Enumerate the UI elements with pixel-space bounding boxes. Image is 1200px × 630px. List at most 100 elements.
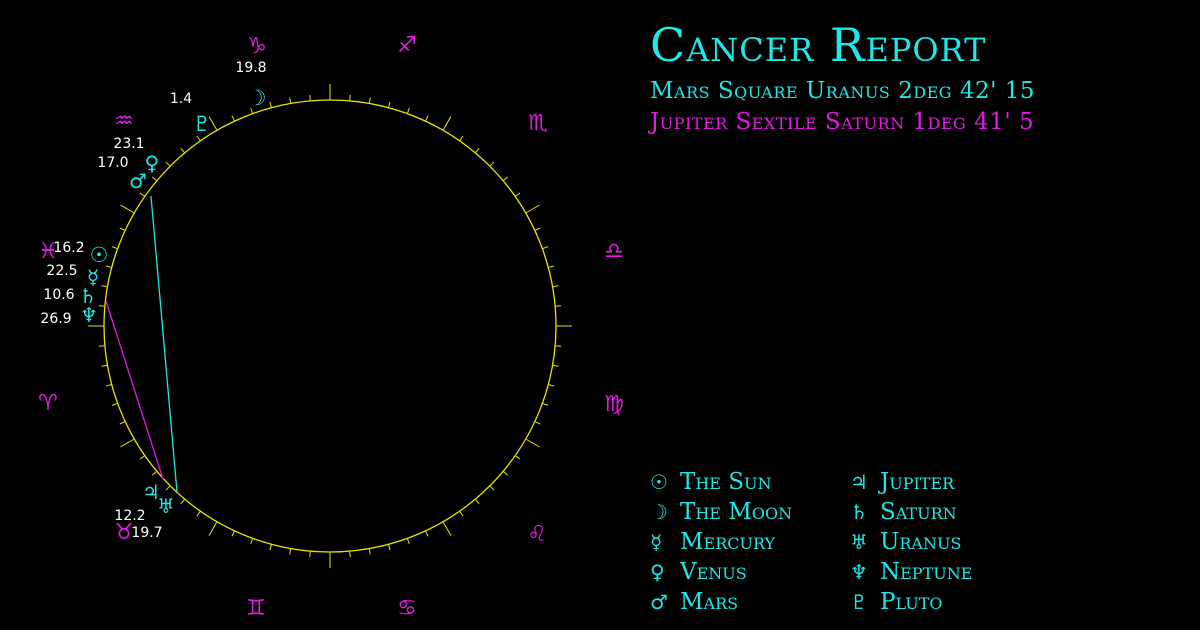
minor-tick xyxy=(165,161,171,167)
minor-tick xyxy=(101,285,108,288)
major-tick xyxy=(120,438,135,448)
minor-tick xyxy=(552,364,559,367)
minor-tick xyxy=(139,455,146,460)
degree-label: 17.0 xyxy=(97,155,128,171)
legend-label: Uranus xyxy=(880,529,962,555)
taurus-sign-icon: ♉ xyxy=(114,520,134,545)
uranus-icon: ♅ xyxy=(850,530,868,554)
minor-tick xyxy=(180,147,186,154)
minor-tick xyxy=(502,176,509,182)
major-tick xyxy=(525,438,540,448)
legend-label: The Moon xyxy=(680,499,793,525)
aspect-jupiter-sextile-saturn: Jupiter Sextile Saturn 1deg 41' 5 xyxy=(650,109,1035,135)
minor-tick xyxy=(165,485,171,491)
minor-tick xyxy=(151,470,158,476)
minor-tick xyxy=(231,115,235,122)
uranus-icon: ♅ xyxy=(157,494,175,518)
legend-item-pluto: ♇Pluto xyxy=(850,587,943,617)
minor-tick xyxy=(388,544,391,551)
minor-tick xyxy=(111,246,118,250)
pluto-icon: ♇ xyxy=(193,112,212,136)
legend-item-mercury: ☿ Mercury xyxy=(650,527,775,557)
minor-tick xyxy=(111,402,118,406)
aspect-line-jupiter-saturn xyxy=(105,300,164,480)
minor-tick xyxy=(119,421,126,425)
degree-label: 19.7 xyxy=(131,525,162,541)
minor-tick xyxy=(542,402,549,406)
legend-label: Mercury xyxy=(680,529,776,555)
minor-tick xyxy=(555,305,562,307)
minor-tick xyxy=(349,551,351,558)
minor-tick xyxy=(425,530,429,537)
minor-tick xyxy=(98,345,105,347)
minor-tick xyxy=(309,551,311,558)
aspect-line-mars-uranus xyxy=(150,195,178,493)
moon-icon: ☽ xyxy=(248,86,267,110)
minor-tick xyxy=(139,192,146,197)
legend-label: Venus xyxy=(680,559,747,585)
legend-item-saturn: ♄Saturn xyxy=(850,497,957,527)
minor-tick xyxy=(309,94,311,101)
sun-icon: ☉ xyxy=(90,243,109,267)
aspect-mars-square-uranus: Mars Square Uranus 2deg 42' 15 xyxy=(650,78,1036,104)
jupiter-icon: ♃ xyxy=(850,470,868,494)
minor-tick xyxy=(105,265,112,268)
major-tick xyxy=(442,116,452,131)
moon-icon: ☽ xyxy=(650,500,668,524)
aries-sign-icon: ♈ xyxy=(38,391,58,416)
minor-tick xyxy=(542,246,549,250)
minor-tick xyxy=(269,101,272,108)
natal-chart-wheel: ♑ ♐ ♏ ♎ ♍ ♌ ♋ ♊ ♉ ♈ ♓ ♒ ☽ ♇ ♀ ♂ ☉ ☿ ♄ ♆ … xyxy=(38,33,624,621)
leo-sign-icon: ♌ xyxy=(527,522,547,547)
degree-label: 19.8 xyxy=(235,60,266,76)
legend-item-sun: ☉ The Sun xyxy=(650,467,772,497)
mercury-icon: ☿ xyxy=(87,265,99,289)
minor-tick xyxy=(119,227,126,231)
minor-tick xyxy=(534,227,541,231)
aquarius-sign-icon: ♒ xyxy=(114,109,134,134)
minor-tick xyxy=(388,101,391,108)
major-tick xyxy=(120,204,135,214)
legend-label: Pluto xyxy=(880,589,943,615)
minor-tick xyxy=(514,192,521,197)
degree-label: 12.2 xyxy=(114,508,145,524)
saturn-icon: ♄ xyxy=(79,284,97,308)
degree-label: 10.6 xyxy=(43,287,74,303)
legend-item-mars: ♂Mars xyxy=(650,587,738,617)
venus-icon: ♀ xyxy=(145,151,160,175)
capricorn-sign-icon: ♑ xyxy=(247,34,267,59)
scorpio-sign-icon: ♏ xyxy=(528,111,548,136)
minor-tick xyxy=(101,364,108,367)
degree-label: 16.2 xyxy=(53,240,84,256)
minor-tick xyxy=(489,485,495,491)
minor-tick xyxy=(406,538,410,545)
page-title: Cancer Report xyxy=(650,18,987,72)
neptune-icon: ♆ xyxy=(850,560,868,584)
virgo-sign-icon: ♍ xyxy=(604,392,624,417)
mars-icon: ♂ xyxy=(650,590,668,614)
degree-label: 23.1 xyxy=(113,136,144,152)
legend-item-jupiter: ♃Jupiter xyxy=(850,467,954,497)
minor-tick xyxy=(250,538,254,545)
libra-sign-icon: ♎ xyxy=(604,239,624,264)
legend-item-venus: ♀Venus xyxy=(650,557,747,587)
degree-label: 22.5 xyxy=(46,263,77,279)
gemini-sign-icon: ♊ xyxy=(246,596,266,621)
legend-item-moon: ☽ The Moon xyxy=(650,497,792,527)
minor-tick xyxy=(459,510,464,517)
major-tick xyxy=(525,204,540,214)
legend-item-uranus: ♅ Uranus xyxy=(850,527,961,557)
minor-tick xyxy=(406,107,410,114)
major-tick xyxy=(442,521,452,536)
minor-tick xyxy=(552,285,559,288)
major-tick xyxy=(208,521,218,536)
minor-tick xyxy=(514,455,521,460)
sun-icon: ☉ xyxy=(650,470,668,494)
legend-label: The Sun xyxy=(680,469,772,495)
minor-tick xyxy=(474,498,480,505)
mars-icon: ♂ xyxy=(129,169,147,193)
mercury-icon: ☿ xyxy=(650,530,663,554)
minor-tick xyxy=(105,384,112,387)
minor-tick xyxy=(548,265,555,268)
pisces-sign-icon: ♓ xyxy=(38,239,58,264)
